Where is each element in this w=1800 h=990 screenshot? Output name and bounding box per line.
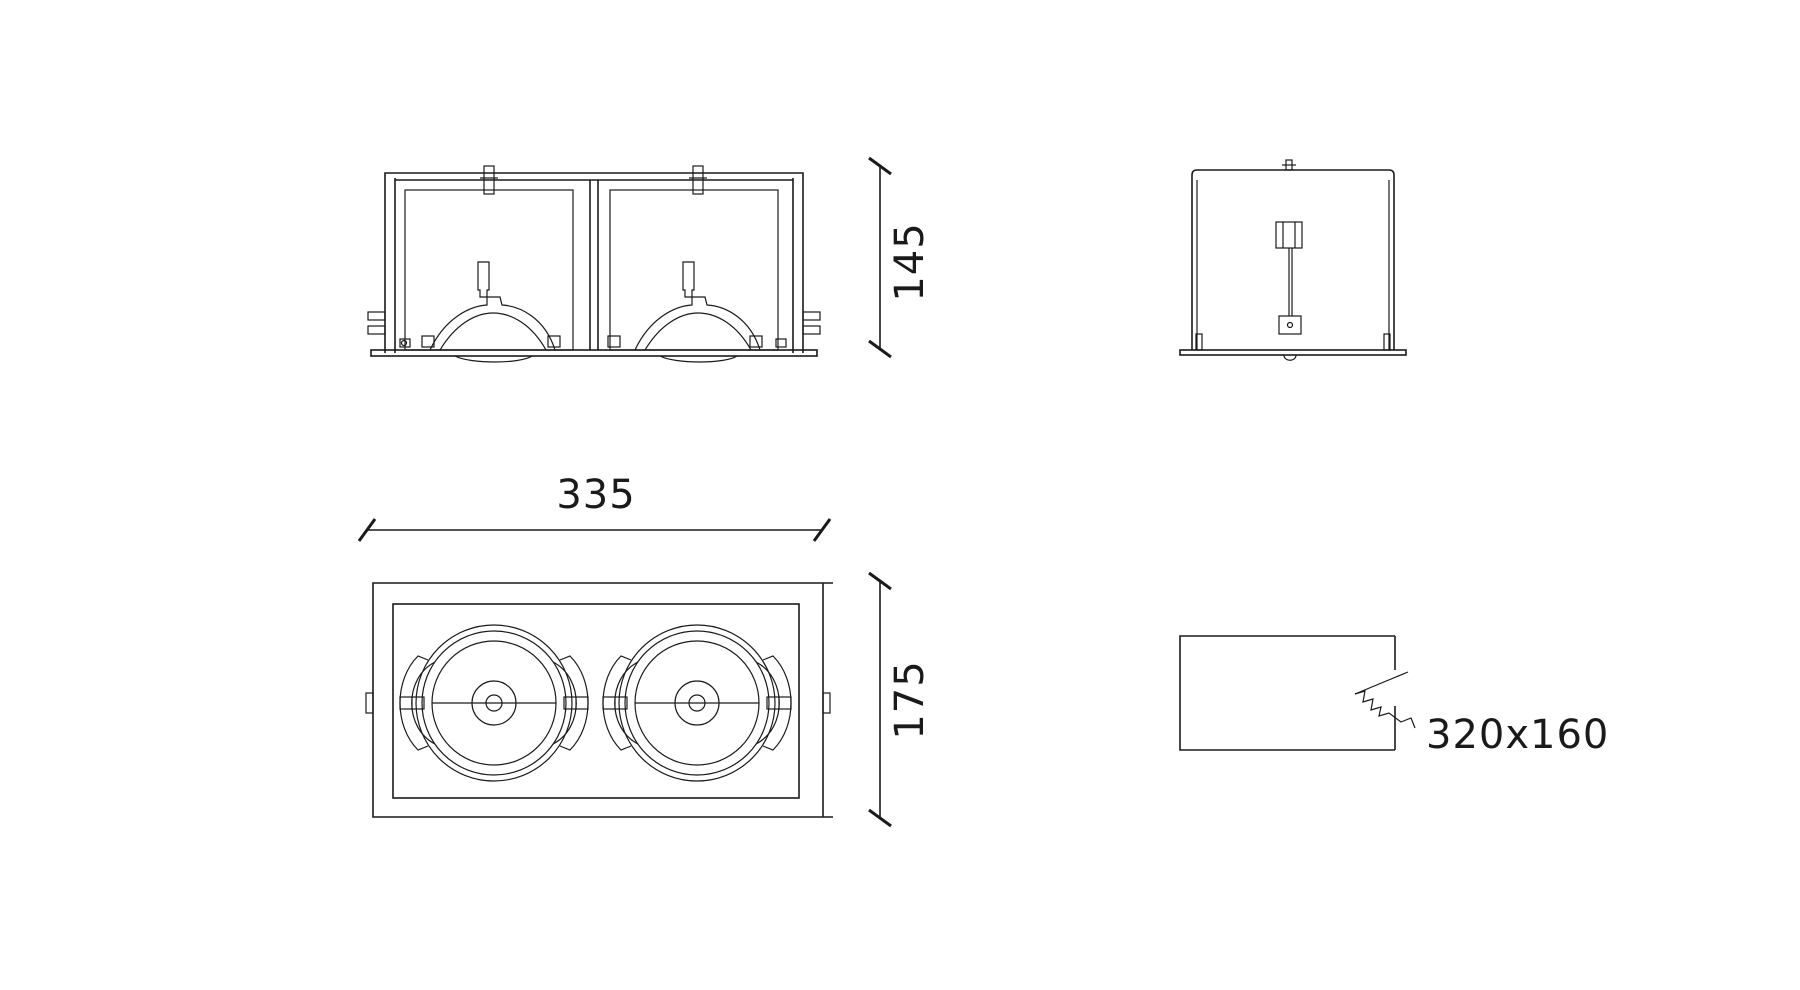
side-elevation-view — [1179, 159, 1407, 361]
height-dimension-label: 145 — [887, 222, 933, 301]
width-dimension-label: 335 — [556, 472, 635, 518]
cutout-dimension-label: 320x160 — [1426, 712, 1609, 758]
front-elevation-view — [367, 165, 821, 363]
depth-dimension: 175 — [868, 571, 933, 828]
plan-view — [365, 582, 833, 818]
width-dimension: 335 — [357, 472, 832, 542]
height-dimension: 145 — [868, 156, 933, 359]
cutout-symbol: 320x160 — [1179, 635, 1609, 758]
depth-dimension-label: 175 — [887, 660, 933, 739]
lamp-1-plan — [399, 624, 589, 782]
lamp-2-plan — [602, 624, 792, 782]
